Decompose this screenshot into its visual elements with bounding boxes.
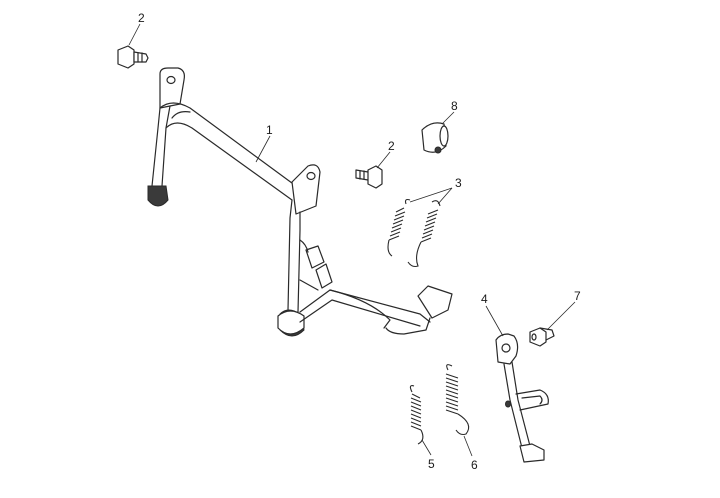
main-stand-part-1: [147, 67, 453, 337]
bolt-part-7: [529, 327, 555, 347]
callout-2-middle: 2: [388, 139, 395, 153]
callout-5: 5: [428, 457, 435, 471]
spring-pair-part-3: [387, 198, 441, 268]
side-stand-part-4: [495, 333, 549, 463]
callout-3: 3: [455, 176, 462, 190]
callout-6: 6: [471, 458, 478, 472]
leader-1: [255, 135, 271, 163]
leader-5: [421, 439, 432, 456]
leader-4: [485, 305, 504, 337]
leader-3a: [409, 187, 453, 203]
callout-8: 8: [451, 99, 458, 113]
callout-1: 1: [266, 123, 273, 137]
spring-part-6: [445, 364, 470, 436]
leader-7: [546, 301, 576, 331]
callout-7: 7: [574, 289, 581, 303]
callout-4: 4: [481, 292, 488, 306]
bolt-part-2-middle: [355, 165, 383, 189]
leader-8: [441, 111, 455, 125]
leader-6: [463, 435, 473, 457]
bolt-part-2-top: [117, 45, 149, 69]
stopper-part-8: [421, 122, 449, 154]
spring-part-5: [409, 385, 424, 445]
leader-2-top: [128, 23, 141, 46]
callout-2-top: 2: [138, 11, 145, 25]
leader-2-middle: [376, 151, 391, 169]
leader-3b: [437, 187, 453, 205]
